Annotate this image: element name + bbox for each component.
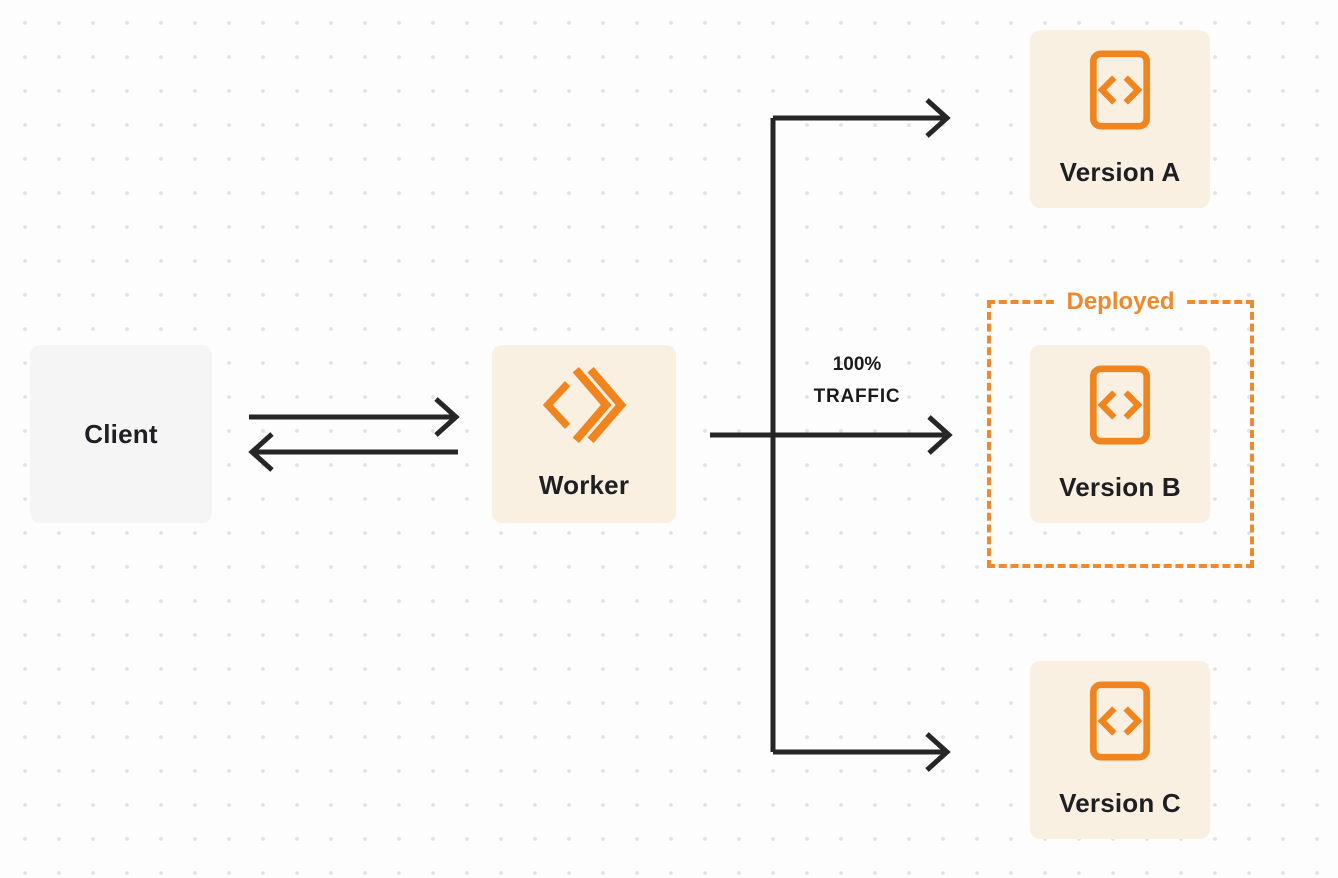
arrow-to-version-a	[773, 98, 951, 138]
code-file-icon	[1089, 681, 1151, 766]
arrow-to-version-b	[710, 415, 953, 455]
worker-node-label: Worker	[538, 470, 630, 500]
deployed-group-label: Deployed	[1054, 287, 1187, 317]
version-a-node: Version A	[1030, 30, 1210, 208]
version-c-node-label: Version C	[1059, 788, 1181, 818]
deployed-group-outline: Deployed	[987, 287, 1254, 568]
cloudflare-workers-logo-icon	[538, 363, 630, 452]
client-node-label: Client	[84, 418, 158, 449]
client-node: Client	[30, 345, 212, 523]
traffic-percentage-label: 100% TRAFFIC	[777, 349, 937, 413]
worker-node: Worker	[492, 345, 676, 523]
traffic-word-text: TRAFFIC	[813, 386, 901, 407]
arrow-client-to-worker	[249, 397, 460, 437]
arrow-to-version-c	[773, 732, 951, 772]
arrow-worker-to-client	[248, 432, 458, 472]
code-file-icon	[1089, 50, 1151, 135]
traffic-percent-text: 100%	[832, 354, 882, 375]
version-b-node-label: Version B	[1059, 472, 1181, 502]
version-a-node-label: Version A	[1059, 157, 1181, 187]
version-c-node: Version C	[1030, 661, 1210, 839]
code-file-icon	[1089, 365, 1151, 450]
version-b-node: Version B	[1030, 345, 1210, 523]
